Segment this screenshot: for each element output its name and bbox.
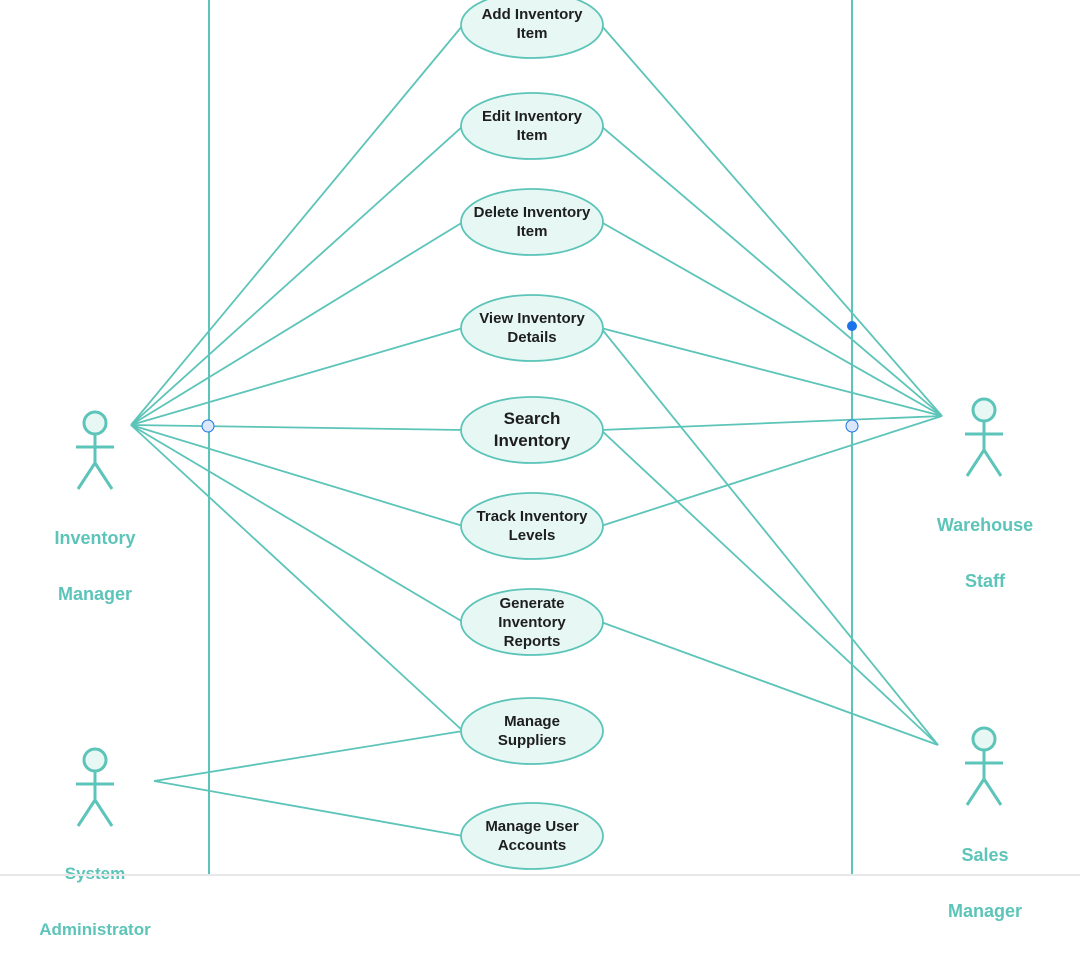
actor-leg [982,449,1003,477]
use-case-ellipse[interactable] [460,588,604,656]
association-line[interactable] [153,730,464,782]
association-line[interactable] [600,327,939,746]
association-line[interactable] [600,429,939,746]
use-case-ellipse[interactable] [460,92,604,160]
association-line[interactable] [130,24,464,426]
actor-name: Sales [961,845,1009,865]
association-line[interactable] [600,24,943,417]
use-case-ellipse[interactable] [460,697,604,765]
connection-handle[interactable] [201,419,215,433]
actor-figure-warehouse-staff[interactable] [965,397,1003,477]
association-line[interactable] [600,621,939,746]
actor-leg [76,799,97,827]
use-case-ellipse[interactable] [460,188,604,256]
use-case-ellipse[interactable] [460,294,604,362]
selection-handle[interactable] [847,321,857,331]
actor-leg [76,462,97,490]
actor-label-inventory-manager[interactable]: Inventory Manager [20,496,170,636]
association-line[interactable] [600,221,943,417]
association-line[interactable] [600,327,943,417]
use-case-ellipse[interactable] [460,492,604,560]
association-line[interactable] [130,125,464,426]
association-line[interactable] [130,221,464,426]
association-line[interactable] [130,424,464,431]
actor-name: Manager [947,901,1023,921]
actor-leg [965,778,986,806]
use-case-diagram[interactable] [0,0,1080,876]
canvas-bottom-edge [0,874,1080,876]
use-case-ellipse[interactable] [460,802,604,870]
actor-head [82,410,108,436]
connection-handle[interactable] [845,419,859,433]
actor-figure-sales-manager[interactable] [965,726,1003,806]
actor-leg [93,799,114,827]
association-line[interactable] [130,327,464,426]
use-case-ellipse[interactable] [460,396,604,464]
actor-label-system-administrator[interactable]: System Administrator [10,832,180,972]
actor-leg [982,778,1003,806]
association-line[interactable] [130,424,464,732]
association-line[interactable] [600,125,943,417]
actor-name: Staff [965,571,1005,591]
actor-name: Administrator [39,920,151,939]
association-line[interactable] [130,424,464,527]
association-line[interactable] [153,780,464,837]
association-line[interactable] [600,415,943,431]
actor-leg [965,449,986,477]
actor-name: Manager [57,584,133,604]
actor-label-sales-manager[interactable]: Sales Manager [910,813,1060,953]
actor-figure-inventory-manager[interactable] [76,410,114,490]
actor-name: Warehouse [936,515,1034,535]
actor-leg [93,462,114,490]
actor-label-warehouse-staff[interactable]: Warehouse Staff [910,483,1060,623]
actor-head [971,726,997,752]
actor-figure-system-administrator[interactable] [76,747,114,827]
actor-name: Inventory [54,528,136,548]
use-case-ellipse[interactable] [460,0,604,59]
actor-head [971,397,997,423]
association-line[interactable] [130,424,464,623]
association-line[interactable] [600,415,943,527]
actor-head [82,747,108,773]
